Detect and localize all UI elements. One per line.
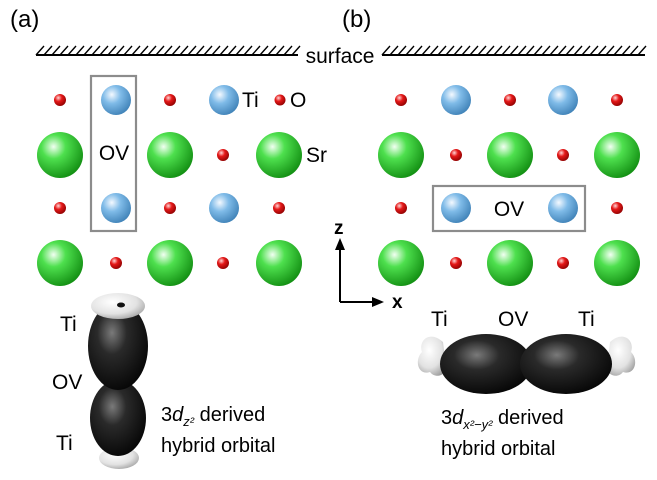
strontium-atom (147, 132, 193, 178)
z-arrow-icon (335, 238, 345, 250)
titanium-atom (441, 193, 471, 223)
strontium-atom (594, 240, 640, 286)
orbital-b-left-label: Ti (431, 308, 448, 331)
orbital-b-mid-label: OV (498, 308, 528, 331)
orbital-a-top-label: Ti (60, 313, 77, 336)
oxygen-atom (217, 149, 229, 161)
panel-label-a: (a) (10, 6, 39, 33)
orbital-a-caption-line2: hybrid orbital (161, 435, 276, 457)
axes-indicator (335, 238, 384, 307)
titanium-atom (441, 85, 471, 115)
strontium-atom (37, 132, 83, 178)
axis-x-label: x (392, 292, 403, 313)
oxygen-atom (395, 202, 407, 214)
titanium-atom (209, 193, 239, 223)
strontium-atom (378, 240, 424, 286)
orbital-b-right-lobe (520, 334, 612, 394)
strontium-atom (256, 240, 302, 286)
orbital-b-left-lobe (440, 334, 532, 394)
strontium-atom (487, 240, 533, 286)
strontium-atom (37, 240, 83, 286)
strontium-atom (256, 132, 302, 178)
orbital-b-right-label: Ti (578, 308, 595, 331)
legend-sr-label: Sr (306, 144, 327, 167)
oxygen-atom (273, 202, 285, 214)
x-arrow-icon (372, 297, 384, 307)
oxygen-atom (164, 202, 176, 214)
oxygen-atom (54, 202, 66, 214)
oxygen-atom (54, 94, 66, 106)
strontium-atom (487, 132, 533, 178)
axis-z-label: z (334, 218, 344, 239)
oxygen-atom (611, 94, 623, 106)
orbital-a-shape (88, 293, 148, 469)
vacancy-label-b: OV (494, 198, 524, 221)
oxygen-atom (450, 257, 462, 269)
titanium-atom (209, 85, 239, 115)
legend-ti-label: Ti (242, 89, 259, 112)
oxygen-atom (164, 94, 176, 106)
orbital-b-left-lobe-white (417, 336, 447, 376)
surface-line (35, 45, 647, 56)
orbital-a-lower-lobe (90, 380, 146, 456)
orbital-b-right-lobe-white (606, 336, 636, 376)
orbital-b-caption-line2: hybrid orbital (441, 438, 556, 460)
panel-label-b: (b) (342, 6, 371, 33)
legend-o-label: O (290, 89, 306, 112)
orbital-a-mid-label: OV (52, 371, 82, 394)
oxygen-atom (395, 94, 407, 106)
oxygen-atom (217, 257, 229, 269)
vacancy-label-a: OV (99, 142, 129, 165)
orbital-b-caption-line1: 3dx²−y² derived (441, 407, 564, 432)
titanium-atom (548, 193, 578, 223)
orbital-b-shape (417, 334, 636, 394)
titanium-atom (101, 193, 131, 223)
oxygen-atom (557, 149, 569, 161)
strontium-atom (378, 132, 424, 178)
oxygen-atom (110, 257, 122, 269)
surface-label: surface (306, 45, 375, 68)
oxygen-atom (557, 257, 569, 269)
oxygen-atom (504, 94, 516, 106)
atom-lattice (37, 85, 640, 286)
vacancy-frame-a (89, 74, 138, 233)
oxygen-atom (450, 149, 462, 161)
orbital-a-caption-line1: 3dz² derived (161, 404, 265, 429)
titanium-atom (548, 85, 578, 115)
vacancy-frame-b (431, 184, 587, 233)
orbital-a-bottom-label: Ti (56, 432, 73, 455)
strontium-atom (147, 240, 193, 286)
orbital-a-upper-lobe (88, 302, 148, 390)
legend-o-swatch (274, 94, 286, 106)
strontium-atom (594, 132, 640, 178)
titanium-atom (101, 85, 131, 115)
oxygen-atom (611, 202, 623, 214)
